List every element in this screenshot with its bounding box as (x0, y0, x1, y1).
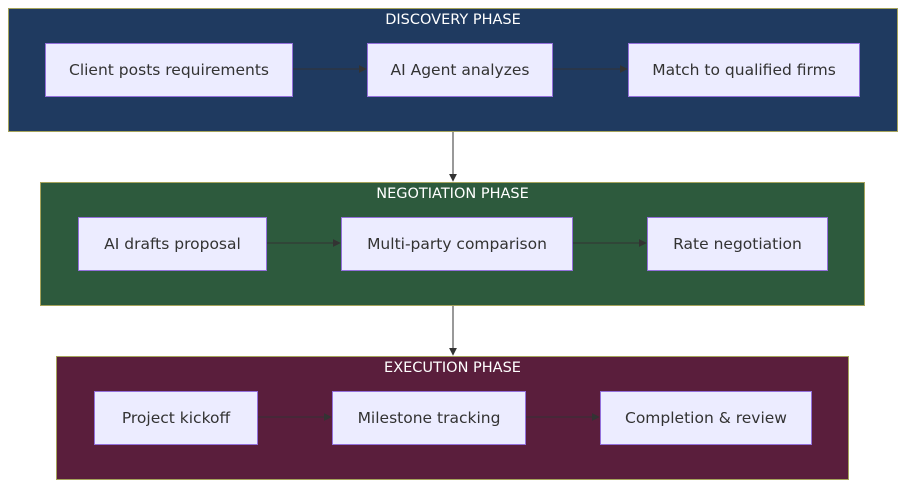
node-completion-review: Completion & review (600, 391, 812, 445)
node-project-kickoff: Project kickoff (94, 391, 258, 445)
negotiation-phase-title: NEGOTIATION PHASE (376, 186, 529, 202)
node-match-qualified-firms: Match to qualified firms (628, 43, 860, 97)
node-client-posts-requirements: Client posts requirements (45, 43, 293, 97)
node-rate-negotiation: Rate negotiation (647, 217, 828, 271)
node-ai-drafts-proposal: AI drafts proposal (78, 217, 267, 271)
node-milestone-tracking: Milestone tracking (332, 391, 526, 445)
execution-phase-title: EXECUTION PHASE (384, 360, 521, 376)
discovery-phase-title: DISCOVERY PHASE (385, 12, 521, 28)
node-multi-party-comparison: Multi-party comparison (341, 217, 573, 271)
node-ai-agent-analyzes: AI Agent analyzes (367, 43, 553, 97)
